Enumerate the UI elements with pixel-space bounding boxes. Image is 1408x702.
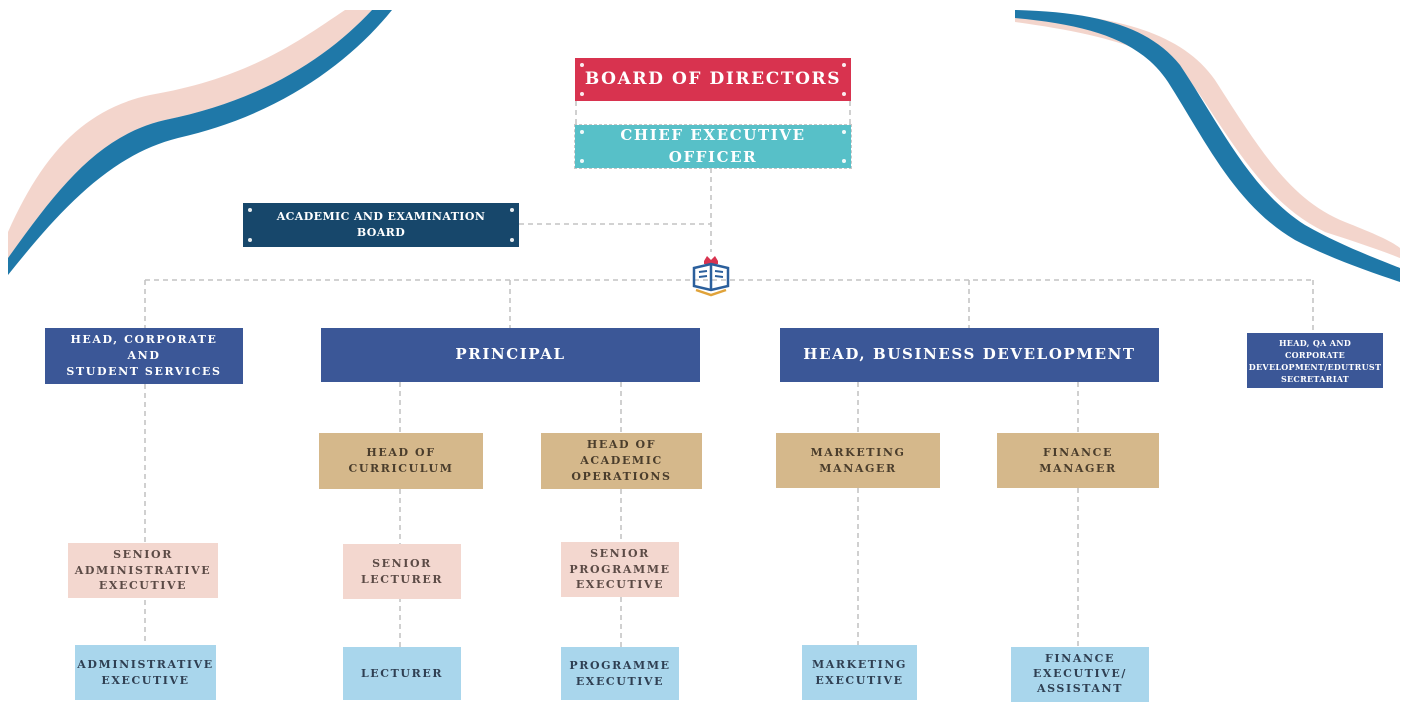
senior-programme-box: SENIOR PROGRAMME EXECUTIVE: [561, 542, 679, 597]
senior-lecturer-label: SENIOR LECTURER: [360, 556, 444, 586]
senior-programme-label: SENIOR PROGRAMME EXECUTIVE: [569, 547, 671, 592]
head-corporate-label: HEAD, CORPORATE AND STUDENT SERVICES: [66, 333, 222, 378]
finance-exec-box: FINANCE EXECUTIVE/ ASSISTANT: [1011, 647, 1149, 702]
head-business-label: HEAD, BUSINESS DEVELOPMENT: [803, 345, 1136, 364]
head-curriculum-box: HEAD OF CURRICULUM: [319, 433, 483, 489]
marketing-manager-box: MARKETING MANAGER: [776, 433, 940, 488]
finance-exec-label: FINANCE EXECUTIVE/ ASSISTANT: [1033, 652, 1127, 695]
head-curriculum-label: HEAD OF CURRICULUM: [348, 446, 454, 475]
academic-board-box: ACADEMIC AND EXAMINATION BOARD: [243, 203, 519, 247]
marketing-manager-label: MARKETING MANAGER: [810, 445, 906, 475]
senior-admin-box: SENIOR ADMINISTRATIVE EXECUTIVE: [68, 543, 218, 598]
principal-label: PRINCIPAL: [455, 345, 566, 364]
head-academic-ops-box: HEAD OF ACADEMIC OPERATIONS: [541, 433, 702, 489]
head-business-box: HEAD, BUSINESS DEVELOPMENT: [780, 328, 1159, 382]
board-of-directors-box: BOARD OF DIRECTORS: [575, 58, 851, 101]
admin-exec-box: ADMINISTRATIVE EXECUTIVE: [75, 645, 216, 700]
ceo-label: CHIEF EXECUTIVE OFFICER: [620, 125, 806, 166]
lecturer-box: LECTURER: [343, 647, 461, 700]
wave-pink-left: [8, 10, 372, 258]
head-qa-label: HEAD, QA AND CORPORATE DEVELOPMENT/EDUTR…: [1248, 337, 1382, 384]
lecturer-label: LECTURER: [360, 666, 444, 680]
board-of-directors-label: BOARD OF DIRECTORS: [584, 69, 842, 90]
head-qa-box: HEAD, QA AND CORPORATE DEVELOPMENT/EDUTR…: [1247, 333, 1383, 388]
admin-exec-label: ADMINISTRATIVE EXECUTIVE: [77, 657, 214, 687]
book-crown-logo-icon: [692, 256, 730, 297]
ceo-box: CHIEF EXECUTIVE OFFICER: [574, 124, 852, 169]
marketing-exec-label: MARKETING EXECUTIVE: [812, 657, 907, 687]
marketing-exec-box: MARKETING EXECUTIVE: [802, 645, 917, 700]
wave-pink-right: [1015, 10, 1400, 258]
academic-board-label: ACADEMIC AND EXAMINATION BOARD: [276, 210, 486, 239]
head-corporate-box: HEAD, CORPORATE AND STUDENT SERVICES: [45, 328, 243, 384]
finance-manager-label: FINANCE MANAGER: [1039, 445, 1117, 475]
programme-exec-box: PROGRAMME EXECUTIVE: [561, 647, 679, 700]
wave-blue-right: [1015, 10, 1400, 282]
programme-exec-label: PROGRAMME EXECUTIVE: [569, 658, 671, 688]
finance-manager-box: FINANCE MANAGER: [997, 433, 1159, 488]
wave-blue-left: [8, 10, 392, 275]
principal-box: PRINCIPAL: [321, 328, 700, 382]
senior-admin-label: SENIOR ADMINISTRATIVE EXECUTIVE: [74, 548, 212, 593]
senior-lecturer-box: SENIOR LECTURER: [343, 544, 461, 599]
head-academic-ops-label: HEAD OF ACADEMIC OPERATIONS: [571, 438, 672, 483]
